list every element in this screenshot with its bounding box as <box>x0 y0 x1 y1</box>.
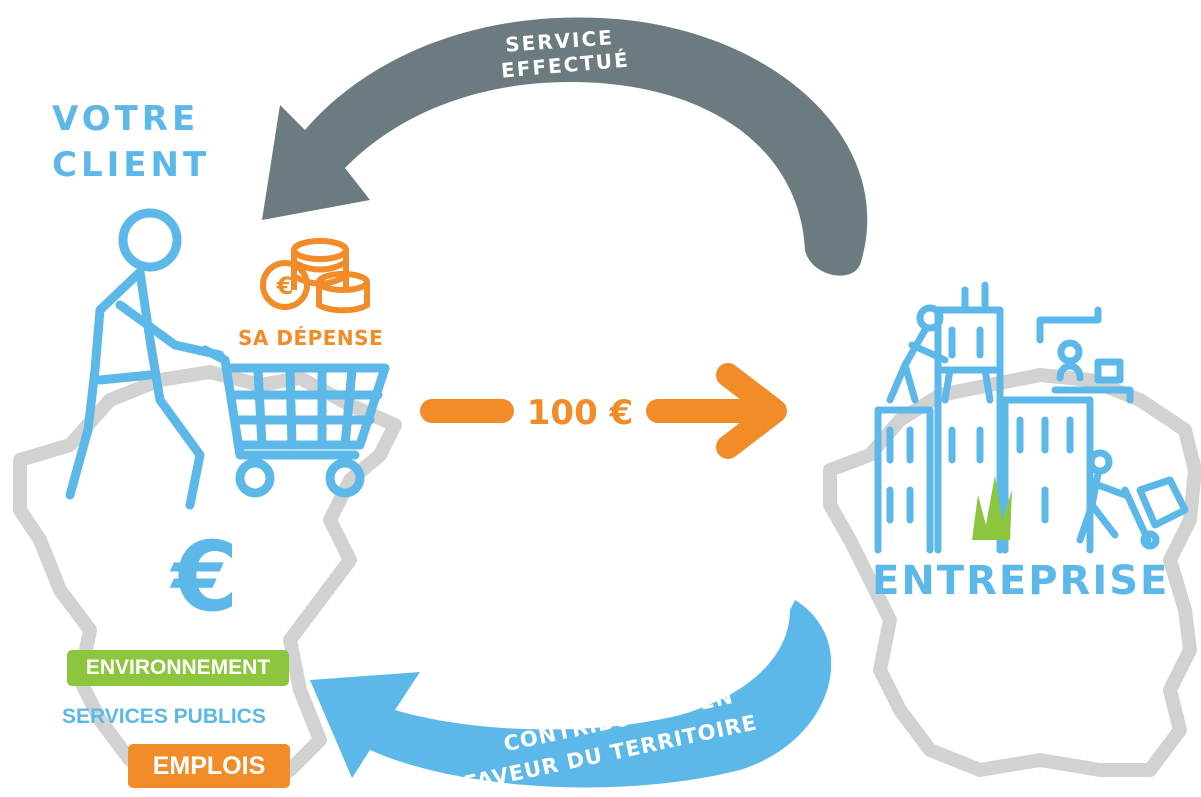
coin-euro-symbol: € <box>276 272 294 300</box>
amount-label: 100 € <box>527 393 633 433</box>
entreprise-label: ENTREPRISE <box>872 558 1170 604</box>
grass-icon <box>972 475 1012 540</box>
contribution-arrow <box>310 600 832 788</box>
coins-icon <box>260 238 370 314</box>
france-map-right <box>823 368 1201 777</box>
client-title-line2: CLIENT <box>52 145 211 185</box>
client-person-icon <box>65 208 225 510</box>
depense-label: SA DÉPENSE <box>238 326 384 350</box>
client-title-line1: VOTRE <box>52 99 200 139</box>
client-title: VOTRE CLIENT <box>52 96 210 188</box>
shopping-cart-icon <box>200 345 390 498</box>
emplois-badge: EMPLOIS <box>128 744 290 788</box>
environnement-badge: ENVIRONNEMENT <box>67 650 289 686</box>
service-arrow <box>262 17 868 276</box>
company-buildings-icon <box>874 281 1189 554</box>
services-publics-label: SERVICES PUBLICS <box>62 705 266 728</box>
payment-arrow <box>420 363 787 459</box>
big-euro-symbol: € <box>170 521 239 633</box>
